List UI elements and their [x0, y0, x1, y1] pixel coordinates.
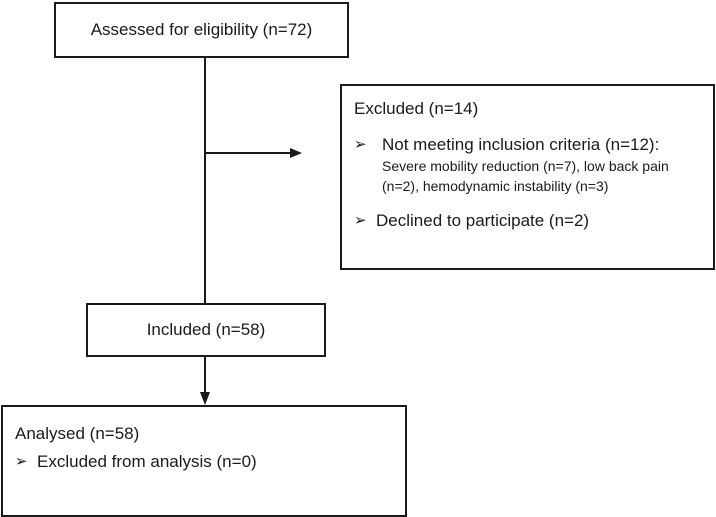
arrow-bullet-icon: ➢: [354, 212, 367, 229]
excluded-item-inclusion-criteria: ➢ Not meeting inclusion criteria (n=12):: [354, 134, 701, 156]
inclusion-criteria-detail: Severe mobility reduction (n=7), low bac…: [382, 158, 669, 194]
analysed-item-excluded: ➢ Excluded from analysis (n=0): [15, 451, 393, 473]
declined-label: Declined to participate (n=2): [376, 211, 590, 230]
excluded-box: Excluded (n=14) ➢ Not meeting inclusion …: [340, 84, 715, 270]
assessed-box: Assessed for eligibility (n=72): [54, 2, 349, 58]
analysed-box: Analysed (n=58) ➢ Excluded from analysis…: [1, 405, 407, 517]
excluded-heading: Excluded (n=14): [354, 99, 479, 118]
excluded-from-analysis-label: Excluded from analysis (n=0): [37, 452, 257, 471]
arrow-bullet-icon: ➢: [354, 136, 367, 153]
analysed-heading: Analysed (n=58): [15, 424, 140, 443]
excluded-item-declined: ➢ Declined to participate (n=2): [354, 210, 701, 232]
inclusion-criteria-label: Not meeting inclusion criteria (n=12):: [382, 135, 660, 154]
included-box: Included (n=58): [86, 303, 326, 357]
arrow-bullet-icon: ➢: [15, 453, 28, 470]
arrowhead-to-analysed: [200, 392, 210, 405]
arrowhead-to-excluded: [290, 148, 302, 158]
assessed-label: Assessed for eligibility (n=72): [90, 20, 313, 39]
included-label: Included (n=58): [146, 320, 266, 339]
